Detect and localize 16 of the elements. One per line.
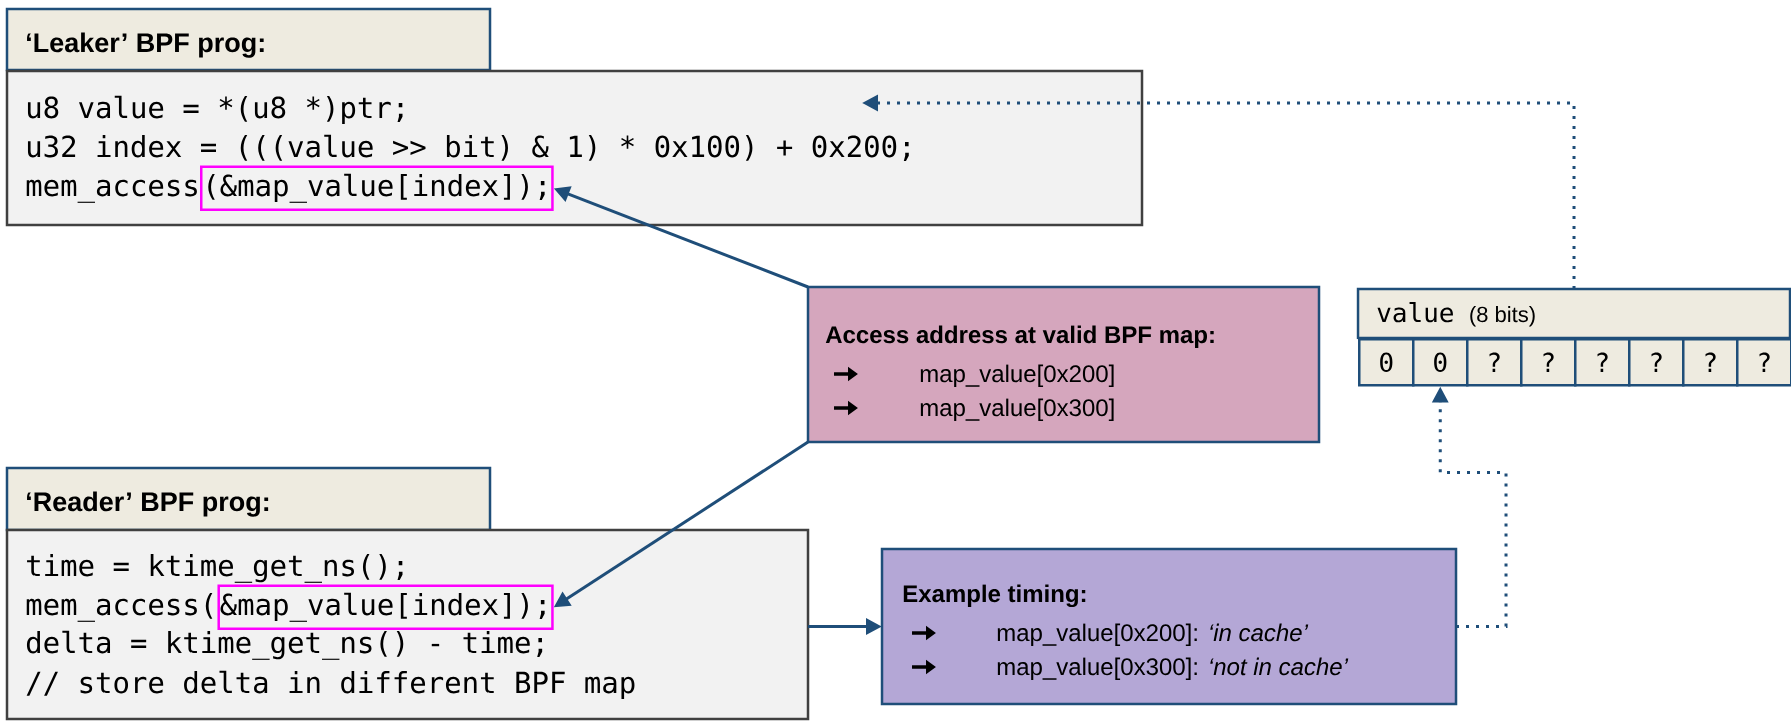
header-tab: ‘Reader’ BPF prog: [5, 466, 492, 532]
header-tab: ‘Leaker’ BPF prog: [5, 7, 492, 72]
bit-cell: ? [1736, 338, 1791, 387]
bit-cell: ? [1682, 338, 1739, 387]
bit-cell: 0 [1412, 338, 1469, 387]
highlight-box: &map_value[index]); [217, 584, 554, 631]
note-box: Access address at valid BPF map: map_value[0x200] map_value[0x300] [806, 285, 1321, 444]
bit-cell: ? [1628, 338, 1685, 387]
bit-cell: ? [1520, 338, 1577, 387]
bit-cell: ? [1466, 338, 1523, 387]
code-box: u8 value = *(u8 *)ptr; u32 index = (((value >> bit) & 1) * 0x100) + 0x200; mem_access (&map_value[index]); [5, 69, 1144, 227]
code-box: time = ktime_get_ns(); mem_access( &map_value[index]); delta = ktime_get_ns() - time; // store delta in different BPF map [5, 528, 810, 721]
highlight-box: (&map_value[index]); [200, 165, 554, 212]
bit-cell: ? [1574, 338, 1631, 387]
note-box: Example timing: map_value[0x200]: ‘in cache’ map_value[0x300]: ‘not in cache’ [880, 547, 1458, 706]
bit-cell: 0 [1358, 338, 1415, 387]
